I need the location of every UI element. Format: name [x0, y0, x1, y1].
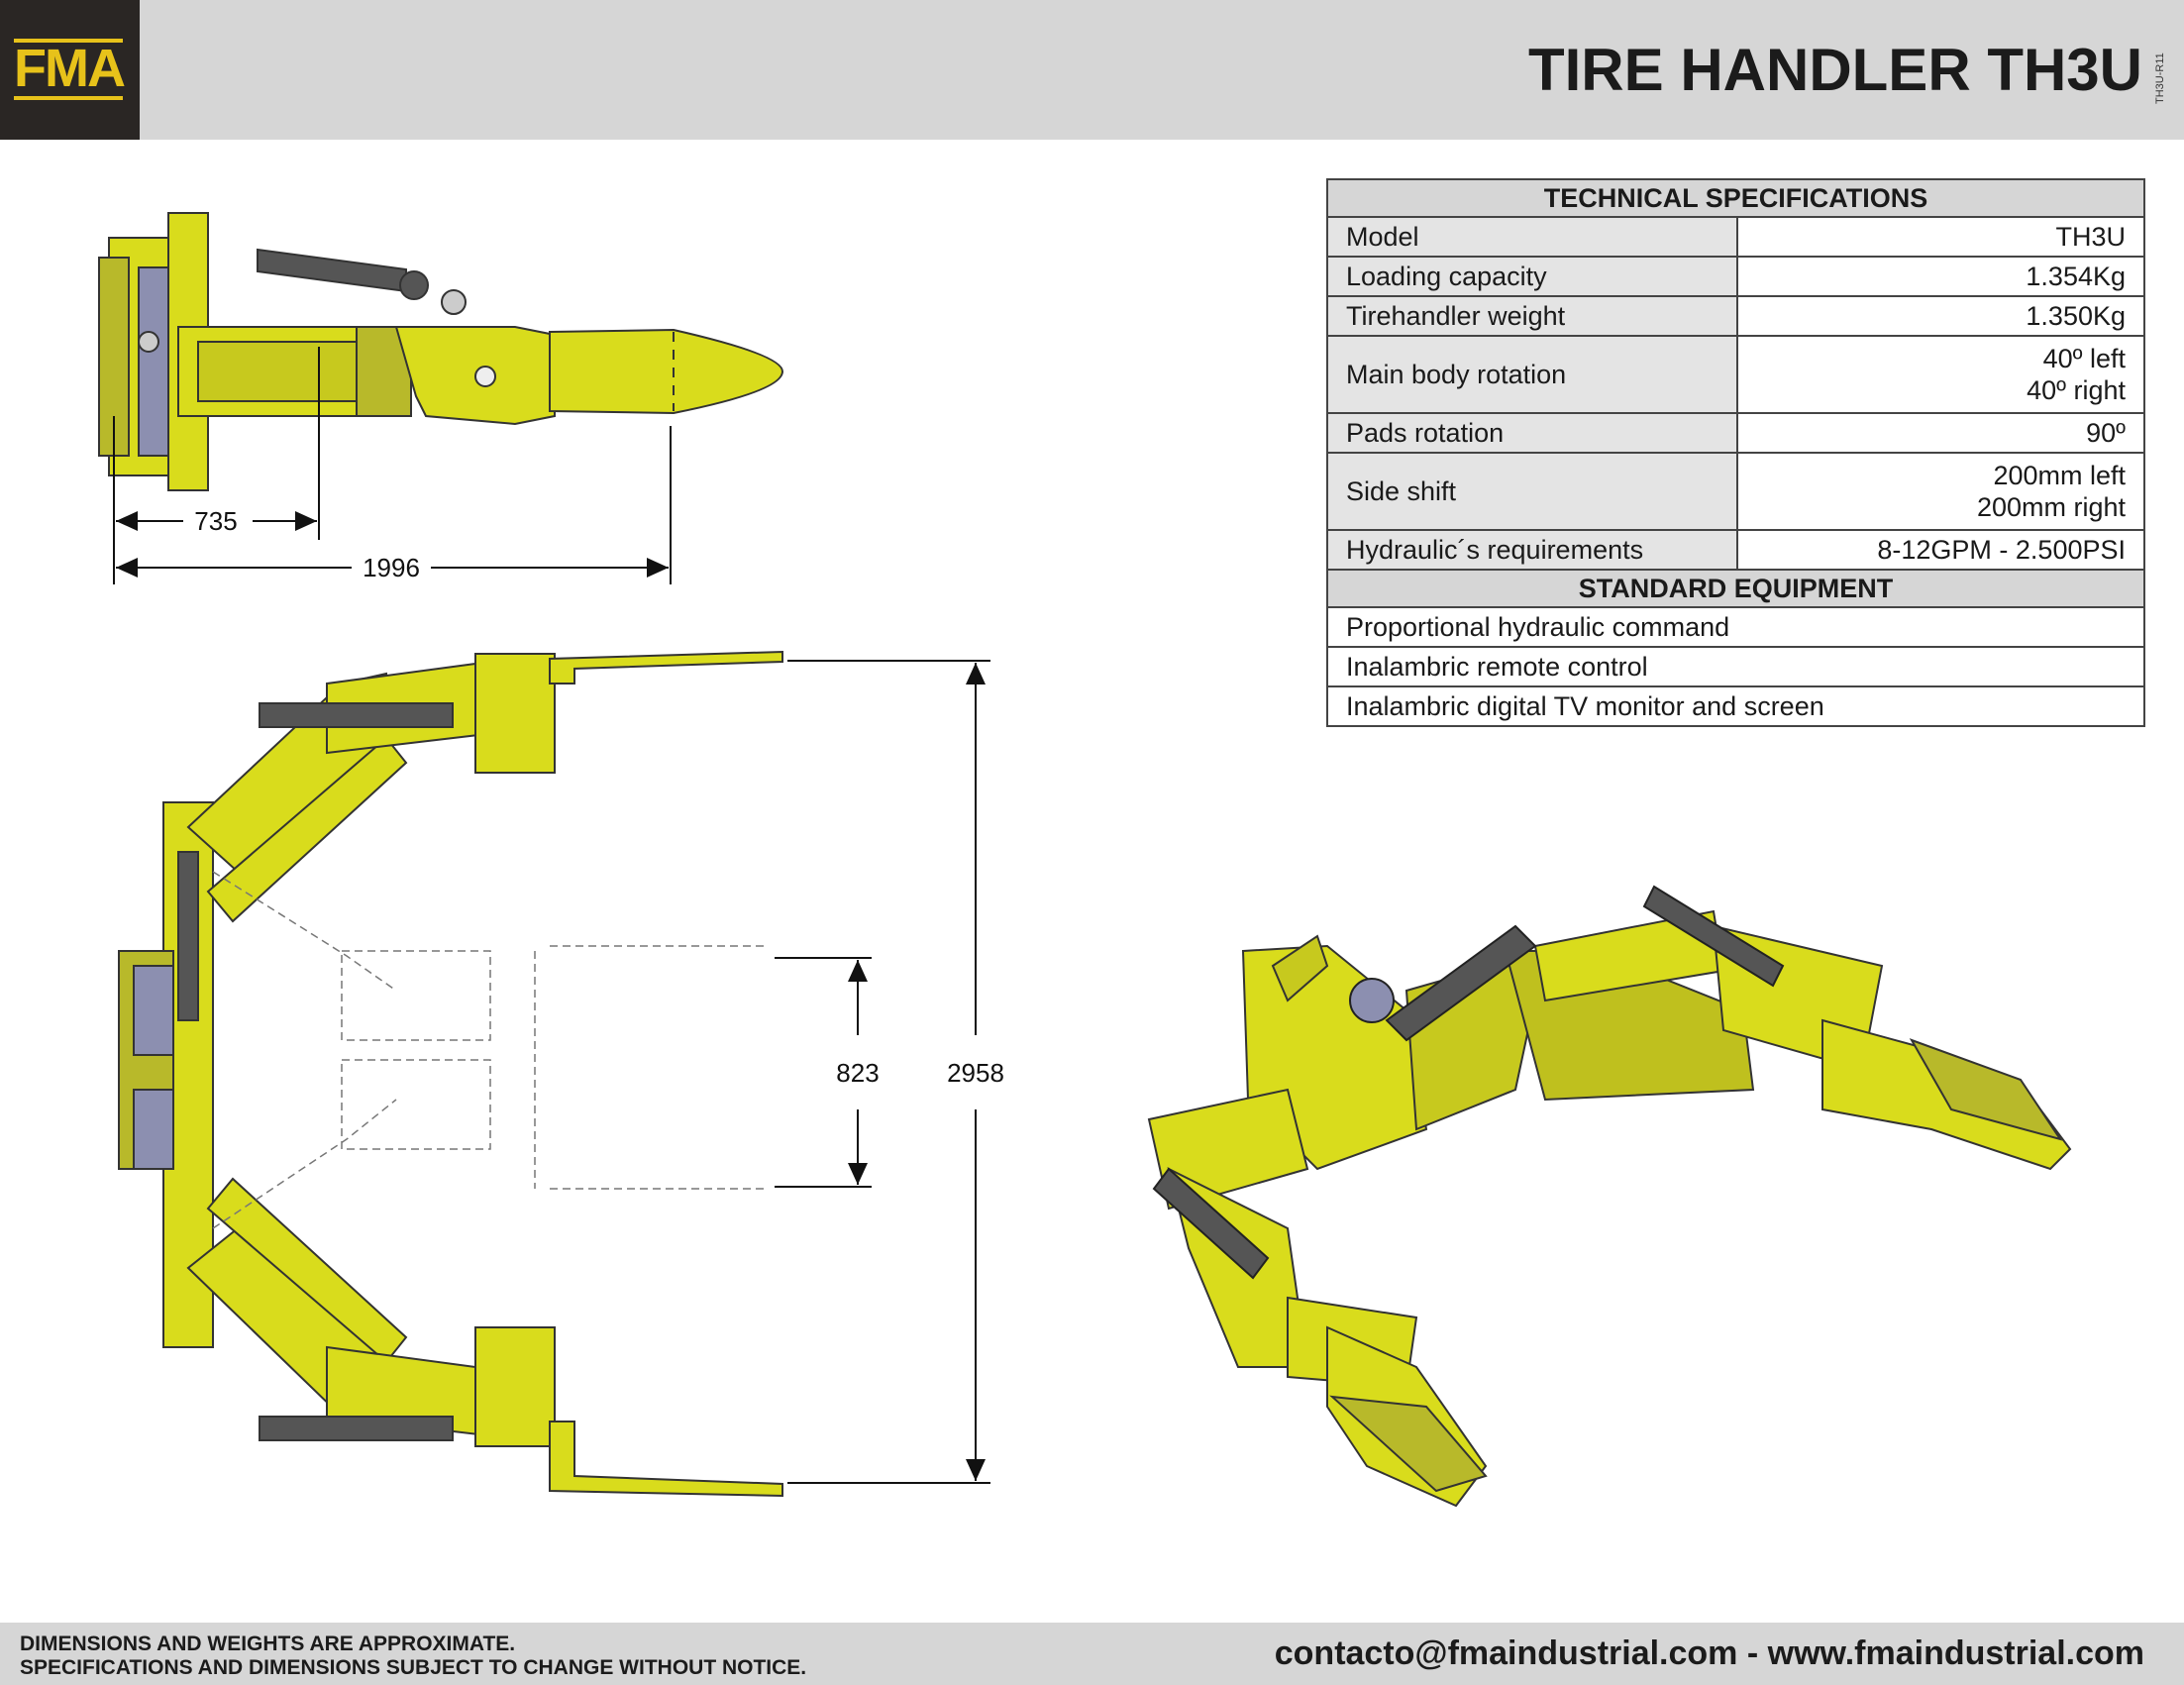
equipment-item: Inalambric remote control: [1326, 646, 2145, 687]
disclaimer-line: SPECIFICATIONS AND DIMENSIONS SUBJECT TO…: [20, 1656, 807, 1679]
spec-section-header: TECHNICAL SPECIFICATIONS: [1326, 178, 2145, 218]
spec-label: Side shift: [1326, 452, 1738, 531]
footer-bar: DIMENSIONS AND WEIGHTS ARE APPROXIMATE. …: [0, 1623, 2184, 1685]
spec-label: Model: [1326, 216, 1738, 258]
spec-value: 200mm left 200mm right: [1736, 452, 2145, 531]
isometric-view-drawing: [1147, 909, 2072, 1508]
spec-value: 40º left 40º right: [1736, 335, 2145, 414]
spec-value: 1.354Kg: [1736, 256, 2145, 297]
logo-top-line: [14, 39, 123, 43]
spec-value-line: 40º left: [2042, 344, 2126, 373]
spec-label: Pads rotation: [1326, 412, 1738, 454]
spec-value-line: 200mm right: [1976, 492, 2126, 522]
spec-label: Loading capacity: [1326, 256, 1738, 297]
spec-row-pads-rotation: Pads rotation 90º: [1326, 412, 2145, 454]
page-title: TIRE HANDLER TH3U: [1527, 37, 2142, 103]
spec-section-title: TECHNICAL SPECIFICATIONS: [1326, 178, 2145, 218]
spec-label: Tirehandler weight: [1326, 295, 1738, 337]
spec-row-model: Model TH3U: [1326, 216, 2145, 258]
isometric-cylinders: [1152, 885, 1785, 1280]
spec-value-line: 200mm left: [1993, 461, 2126, 490]
spec-value: TH3U: [1736, 216, 2145, 258]
contact-info: contacto@fmaindustrial.com - www.fmaindu…: [1274, 1634, 2144, 1672]
spec-row-loading-capacity: Loading capacity 1.354Kg: [1326, 256, 2145, 297]
spec-value: 8-12GPM - 2.500PSI: [1736, 529, 2145, 571]
technical-specifications-table: TECHNICAL SPECIFICATIONS Model TH3U Load…: [1326, 178, 2145, 727]
equipment-row: Inalambric remote control: [1326, 646, 2145, 687]
spec-row-side-shift: Side shift 200mm left 200mm right: [1326, 452, 2145, 531]
disclaimer: DIMENSIONS AND WEIGHTS ARE APPROXIMATE. …: [20, 1632, 806, 1680]
equipment-item: Inalambric digital TV monitor and screen: [1326, 685, 2145, 727]
dimension-1996: 1996: [363, 553, 420, 582]
dimension-2958: 2958: [947, 1058, 1004, 1088]
spec-label: Main body rotation: [1326, 335, 1738, 414]
dimension-735: 735: [194, 506, 237, 536]
equipment-row: Inalambric digital TV monitor and screen: [1326, 685, 2145, 727]
spec-row-weight: Tirehandler weight 1.350Kg: [1326, 295, 2145, 337]
dimension-823: 823: [836, 1058, 879, 1088]
spec-value-line: 40º right: [2027, 375, 2126, 405]
equipment-item: Proportional hydraulic command: [1326, 606, 2145, 648]
front-view-dimensions: [775, 660, 990, 1484]
header-bar: FMA TIRE HANDLER TH3U TH3U-R11: [0, 0, 2184, 140]
front-view-drawing: [118, 650, 783, 1498]
spec-row-main-body-rotation: Main body rotation 40º left 40º right: [1326, 335, 2145, 414]
spec-label: Hydraulic´s requirements: [1326, 529, 1738, 571]
front-view-retracted-outline: [212, 871, 768, 1229]
logo-text: FMA: [14, 39, 126, 98]
top-view-dimensions: [113, 347, 672, 584]
fma-logo: FMA: [0, 0, 140, 140]
top-view-drawing: [98, 212, 784, 491]
equipment-section-header: STANDARD EQUIPMENT: [1326, 569, 2145, 608]
spec-value: 90º: [1736, 412, 2145, 454]
disclaimer-line: DIMENSIONS AND WEIGHTS ARE APPROXIMATE.: [20, 1632, 516, 1655]
spec-value: 1.350Kg: [1736, 295, 2145, 337]
equipment-row: Proportional hydraulic command: [1326, 606, 2145, 648]
logo-bottom-line: [14, 96, 123, 100]
equipment-section-title: STANDARD EQUIPMENT: [1326, 569, 2145, 608]
spec-row-hydraulic-requirements: Hydraulic´s requirements 8-12GPM - 2.500…: [1326, 529, 2145, 571]
